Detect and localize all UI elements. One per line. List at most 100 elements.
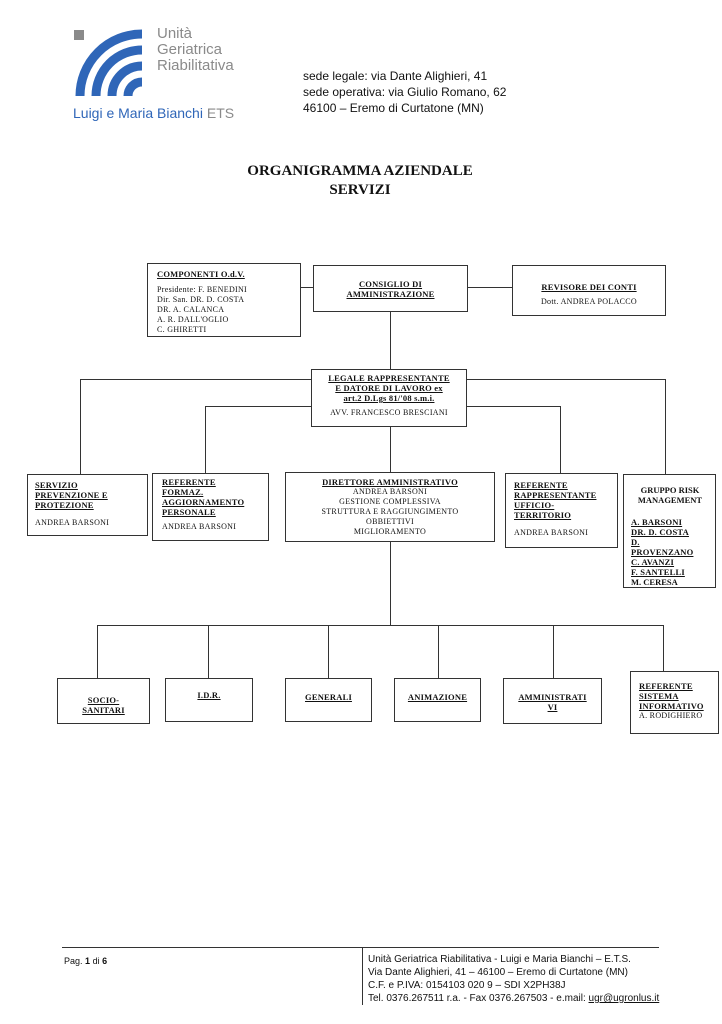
sistema-name: A. RODIGHIERO [639,711,703,720]
amministrativi-title: AMMINISTRATI [518,692,587,702]
connector [97,625,98,678]
idr-title: I.D.R. [197,690,221,700]
direttore-line: OBBIETTIVI [366,517,414,526]
amministrativi-title: VI [547,702,558,712]
formaz-name: ANDREA BARSONI [162,522,237,531]
direttore-title: DIRETTORE AMMINISTRATIVO [322,477,458,487]
legale-title: art.2 D.Lgs 81/'08 s.m.i. [343,393,435,403]
odv-title: COMPONENTI O.d.V. [157,269,245,279]
direttore-line: STRUTTURA E RAGGIUNGIMENTO [321,507,459,516]
sistema-title: SISTEMA [639,691,679,701]
odv-member: DR. A. CALANCA [157,305,225,314]
revisore-name: Dott. ANDREA POLACCO [540,297,637,306]
odv-box: COMPONENTI O.d.V. Presidente: F. BENEDIN… [147,263,301,337]
risk-title: MANAGEMENT [637,495,703,505]
footer-rule [62,947,659,948]
page-label: Pag. [64,956,83,966]
connector [560,406,561,473]
direttore-line: ANDREA BARSONI [352,487,428,496]
revisore-title: REVISORE DEI CONTI [541,282,637,292]
spp-box: SERVIZIO PREVENZIONE E PROTEZIONE ANDREA… [27,474,148,536]
amministrativi-box: AMMINISTRATI VI [503,678,602,724]
logo-name: Luigi e Maria Bianchi [73,105,203,121]
formaz-title: FORMAZ. [162,487,204,497]
cda-title2: AMMINISTRAZIONE [346,289,435,299]
formaz-box: REFERENTE FORMAZ. AGGIORNAMENTO PERSONAL… [152,473,269,541]
sistema-title: REFERENTE [639,681,693,691]
generali-box: GENERALI [285,678,372,722]
idr-box: I.D.R. [165,678,253,722]
footer-line1: Unità Geriatrica Riabilitativa - Luigi e… [368,954,631,965]
logo-line1: Unità [157,25,193,42]
connector [97,625,664,626]
logo-line3: Riabilitativa [157,57,234,74]
risk-member: DR. D. COSTA [631,527,689,537]
address-operative: sede operativa: via Giulio Romano, 62 [303,85,507,99]
ufficio-title: TERRITORIO [514,510,572,520]
connector [663,625,664,671]
connector [80,379,81,474]
spp-title: SERVIZIO [35,480,78,490]
page-title: ORGANIGRAMMA AZIENDALE SERVIZI [180,162,540,200]
connector [205,406,311,407]
cda-box: CONSIGLIO DI AMMINISTRAZIONE [313,265,468,312]
spp-name: ANDREA BARSONI [35,518,110,527]
legale-title: LEGALE RAPPRESENTANTE [328,373,450,383]
title-line1: ORGANIGRAMMA AZIENDALE [247,163,473,179]
risk-member: PROVENZANO [631,547,694,557]
risk-member: D. [631,537,640,547]
footer-line2: Via Dante Alighieri, 41 – 46100 – Eremo … [368,967,628,978]
connector [208,625,209,678]
page-of: di [92,956,100,966]
legale-name: AVV. FRANCESCO BRESCIANI [330,408,448,417]
direttore-box: DIRETTORE AMMINISTRATIVO ANDREA BARSONI … [285,472,495,542]
formaz-title: REFERENTE [162,477,216,487]
odv-member: Presidente: F. BENEDINI [157,285,248,294]
logo-suffix: ETS [206,105,235,121]
risk-member: F. SANTELLI [631,567,685,577]
footer-email-link[interactable]: ugr@ugronlus.it [588,993,660,1004]
legale-title: E DATORE DI LAVORO ex [335,383,443,393]
direttore-line: MIGLIORAMENTO [353,527,427,536]
address-legal: sede legale: via Dante Alighieri, 41 [303,69,488,83]
logo-line2: Geriatrica [157,41,223,58]
risk-member: M. CERESA [631,577,678,587]
risk-member: C. AVANZI [631,557,675,567]
footer-divider [362,947,363,1005]
footer-line4: Tel. 0376.267511 r.a. - Fax 0376.267503 … [368,992,659,1005]
socio-sanitari-title: SOCIO- [87,695,120,705]
connector [468,287,512,288]
risk-header: GRUPPO RISK MANAGEMENT [631,485,715,505]
odv-member: C. GHIRETTI [157,325,207,334]
sistema-title: INFORMATIVO [639,701,704,711]
formaz-title: PERSONALE [162,507,216,517]
connector [80,379,311,380]
connector [301,287,313,288]
animazione-box: ANIMAZIONE [394,678,481,722]
connector [467,379,665,380]
connector [390,427,391,472]
sistema-informativo-box: REFERENTE SISTEMA INFORMATIVO A. RODIGHI… [630,671,719,734]
logo-text: Unità Geriatrica Riabilitativa [157,26,234,74]
logo-arcs-icon [74,29,143,96]
connector [438,625,439,678]
cda-title1: CONSIGLIO DI [358,279,423,289]
connector [665,379,666,474]
connector [553,625,554,678]
ufficio-title: REFERENTE [514,480,568,490]
address-city: 46100 – Eremo di Curtatone (MN) [303,101,484,115]
socio-sanitari-title: SANITARI [82,705,125,715]
ufficio-title: UFFICIO- [514,500,555,510]
header-address: sede legale: via Dante Alighieri, 41 sed… [303,68,506,116]
connector [328,625,329,678]
ufficio-box: REFERENTE RAPPRESENTANTE UFFICIO- TERRIT… [505,473,618,548]
footer-line3: C.F. e P.IVA: 0154103 020 9 – SDI X2PH38… [368,980,566,991]
connector [390,542,391,625]
risk-title: GRUPPO RISK [640,485,700,495]
ufficio-title: RAPPRESENTANTE [514,490,597,500]
page-current: 1 [85,956,91,966]
page-number: Pag. 1 di 6 [64,956,107,966]
direttore-line: GESTIONE COMPLESSIVA [339,497,441,506]
page-total: 6 [102,956,108,966]
legale-box: LEGALE RAPPRESENTANTE E DATORE DI LAVORO… [311,369,467,427]
